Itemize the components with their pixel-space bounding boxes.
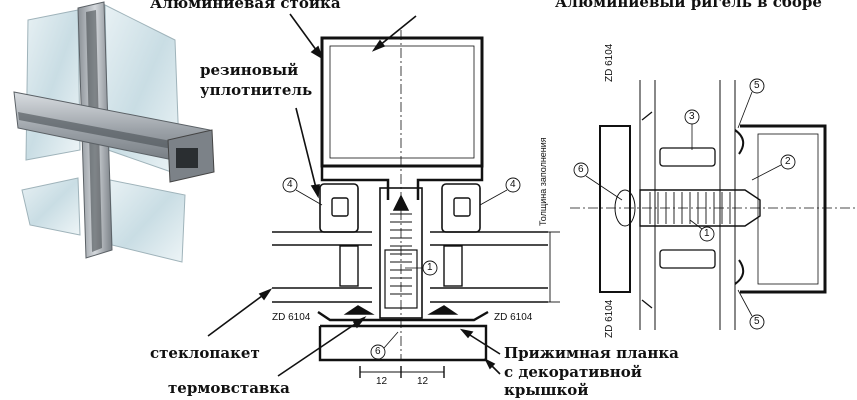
zd-label-transom-bottom: ZD 6104 [604, 299, 615, 338]
label-rubber-seal-line2: уплотнитель [200, 81, 313, 99]
callout-6-side: 6 [578, 164, 584, 175]
callout-1-main: 1 [427, 262, 433, 273]
zd-label-transom-top: ZD 6104 [604, 43, 615, 82]
callout-4-left: 4 [287, 179, 293, 190]
callout-1-side: 1 [704, 228, 710, 239]
dimension-left: 12 [376, 376, 388, 387]
dimension-right: 12 [417, 376, 429, 387]
zd-label-left: ZD 6104 [272, 312, 311, 323]
label-aluminium-mullion: Алюминиевая стойка [150, 0, 341, 12]
zd-label-right: ZD 6104 [494, 312, 533, 323]
label-thermal-insert: термовставка [168, 379, 290, 397]
callout-5-bottom: 5 [754, 316, 760, 327]
label-pressure-plate-line1: Прижимная планка [504, 344, 679, 362]
callout-6-main: 6 [375, 346, 381, 357]
callout-2-side: 2 [785, 156, 791, 167]
label-pressure-plate-line3: крышкой [504, 381, 589, 399]
label-aluminium-transom: Алюминиевый ригель в сборе [555, 0, 822, 11]
thickness-label: Толщина заполнения [538, 137, 548, 226]
label-glass-unit: стеклопакет [150, 344, 260, 362]
callout-5-top: 5 [754, 80, 760, 91]
curtain-wall-3d-illustration [13, 1, 215, 263]
callout-3-side: 3 [689, 111, 695, 122]
callout-4-right: 4 [510, 179, 516, 190]
label-pressure-plate-line2: с декоративной [504, 363, 642, 381]
label-rubber-seal-line1: резиновый [200, 61, 299, 79]
